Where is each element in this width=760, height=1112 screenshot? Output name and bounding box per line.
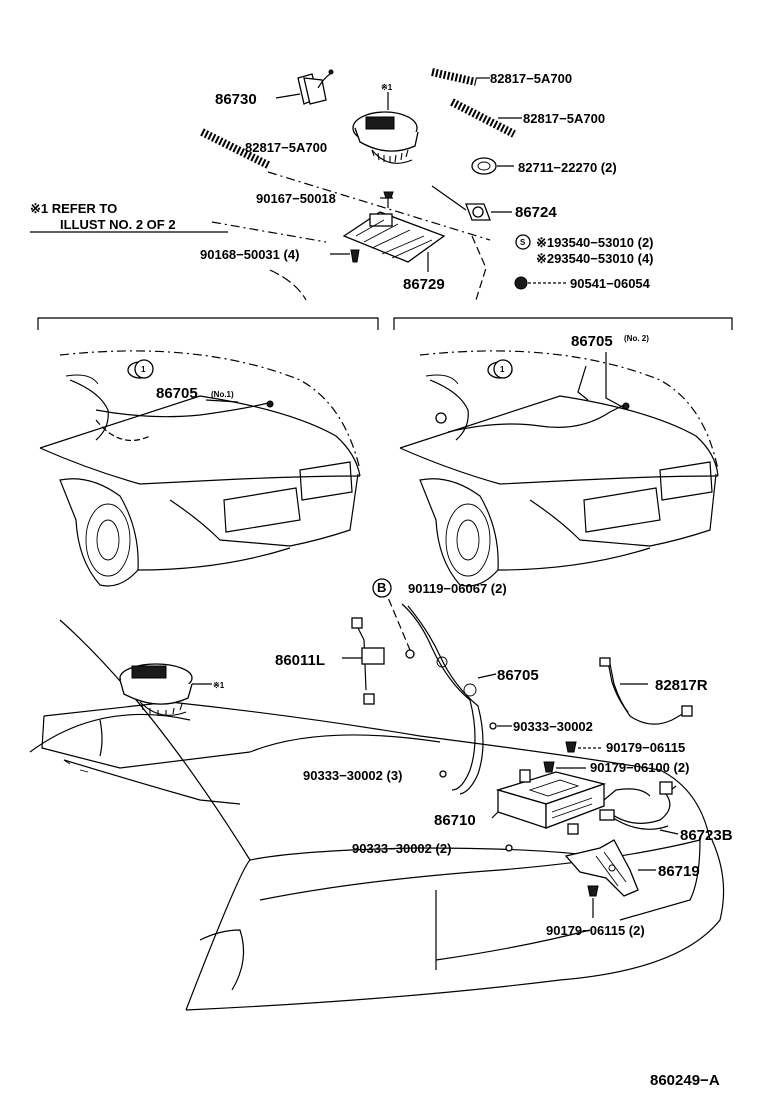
label-90179-06100: 90179−06100 (2) xyxy=(590,760,689,775)
circle-b-marker xyxy=(372,578,392,598)
label-93540-2: ※293540−53010 (4) xyxy=(536,251,654,266)
part-90167-screw xyxy=(380,191,394,208)
label-refer-line2: ILLUST NO. 2 OF 2 xyxy=(60,217,176,232)
label-s-circle: S xyxy=(520,238,526,247)
label-b-circle: B xyxy=(377,580,386,595)
label-82817-c: 82817−5A700 xyxy=(245,140,327,155)
part-82817-strip-b xyxy=(450,98,522,138)
label-90167: 90167−50018 xyxy=(256,191,336,206)
label-86723B: 86723B xyxy=(680,827,733,844)
label-90168: 90168−50031 (4) xyxy=(200,247,299,262)
label-90333-b: 90333−30002 (3) xyxy=(303,768,402,783)
label-82817-b: 82817−5A700 xyxy=(523,111,605,126)
part-90168-screw xyxy=(330,249,360,263)
part-90541 xyxy=(514,276,566,290)
circle-s-marker xyxy=(515,234,531,250)
label-no1: (No.1) xyxy=(211,390,234,399)
label-86705-main: 86705 xyxy=(497,667,539,684)
label-82817-a: 82817−5A700 xyxy=(490,71,572,86)
car-view-left xyxy=(39,350,361,587)
part-86723B-cable xyxy=(599,781,679,835)
label-90179-06115-a: 90179−06115 xyxy=(606,740,685,755)
part-90179-bolts xyxy=(543,741,602,918)
part-86705-cable xyxy=(383,587,497,795)
part-86729-base xyxy=(267,171,491,301)
part-86724-bracket xyxy=(431,185,512,221)
label-90333-c: 90333−30002 (2) xyxy=(352,841,451,856)
label-86011L: 86011L xyxy=(275,652,325,669)
car-view-right xyxy=(399,350,719,587)
label-mark1-bottom: ※1 xyxy=(213,681,225,690)
part-82817-strip-a xyxy=(431,68,490,86)
part-86719-bracket xyxy=(564,839,656,897)
label-90333-a: 90333−30002 xyxy=(513,719,593,734)
label-86729: 86729 xyxy=(403,276,445,293)
part-86011L xyxy=(342,617,385,705)
label-93540-1: ※193540−53010 (2) xyxy=(536,235,654,250)
label-82817R: 82817R xyxy=(655,677,708,694)
part-86710-box xyxy=(491,769,607,835)
label-86705-no1: 86705 xyxy=(156,385,198,402)
part-82817-strip-c xyxy=(200,128,272,170)
part-82817R-harness xyxy=(599,657,693,725)
label-90541: 90541−06054 xyxy=(570,276,651,291)
label-mark1-top: ※1 xyxy=(381,83,393,92)
label-86724: 86724 xyxy=(515,204,557,221)
part-telephone-handset-bottom xyxy=(119,663,212,716)
part-86730 xyxy=(275,69,334,105)
label-86719: 86719 xyxy=(658,863,700,880)
label-90119: 90119−06067 (2) xyxy=(408,581,507,596)
label-90179-06115-b: 90179−06115 (2) xyxy=(546,923,645,938)
label-refer-line1: ※1 REFER TO xyxy=(30,201,117,216)
drawing-number: 860249−A xyxy=(650,1072,720,1089)
label-circle1-left: 1 xyxy=(141,365,146,374)
label-no2: (No. 2) xyxy=(624,334,649,343)
label-82711: 82711−22270 (2) xyxy=(518,160,617,175)
label-circle1-right: 1 xyxy=(500,365,505,374)
label-86730: 86730 xyxy=(215,91,257,108)
label-86710: 86710 xyxy=(434,812,476,829)
part-82711-clip xyxy=(471,157,514,175)
label-86705-no2: 86705 xyxy=(571,333,613,350)
part-telephone-handset-top xyxy=(352,92,419,164)
